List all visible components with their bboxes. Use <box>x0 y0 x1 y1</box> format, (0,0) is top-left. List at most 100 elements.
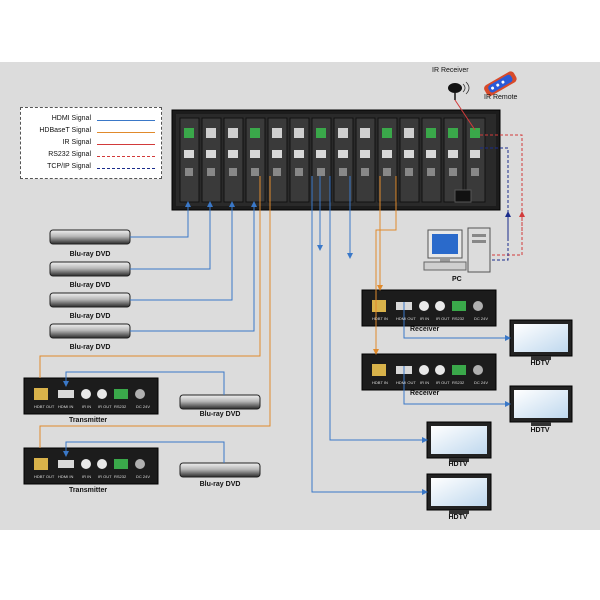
port-label: DC 24V <box>136 404 151 409</box>
ir-signal-line <box>454 99 476 131</box>
rs232-terminal <box>452 365 466 375</box>
io-card <box>399 117 420 203</box>
legend-line <box>97 156 155 157</box>
bluray-player <box>49 261 131 277</box>
ir-out-jack <box>97 459 107 469</box>
ir-receiver-icon <box>448 81 470 100</box>
port-label: IR OUT <box>98 474 112 479</box>
hdtv-stand <box>449 510 469 514</box>
hdtv-displays <box>426 319 573 514</box>
port-label: RS232 <box>114 474 127 479</box>
port-label: IR IN <box>420 380 430 385</box>
hdtv-stand <box>531 356 551 360</box>
hdmi-port <box>426 150 436 158</box>
source-label: Blu-ray DVD <box>69 251 111 258</box>
rs232-terminal <box>452 301 466 311</box>
hdmi-wire <box>130 201 235 301</box>
hdmi-port <box>360 128 370 138</box>
port-label: HDMI OUT <box>396 380 416 385</box>
io-card <box>311 117 332 203</box>
io-card <box>355 117 376 203</box>
dc-jack <box>135 389 145 399</box>
legend-line <box>97 132 155 133</box>
rj45-port <box>317 168 325 176</box>
tcpip-line <box>480 147 509 240</box>
legend-row-rs232: RS232 Signal <box>21 150 161 162</box>
ir-out-jack <box>97 389 107 399</box>
legend-row-tcpip: TCP/IP Signal <box>21 162 161 174</box>
signal-legend: HDMI Signal HDBaseT Signal IR Signal RS2… <box>20 107 162 179</box>
port-label: DC 24V <box>474 316 489 321</box>
port-label: RS232 <box>452 316 465 321</box>
hdmi-port <box>228 150 238 158</box>
hdmi-wire <box>130 201 257 332</box>
legend-line <box>97 168 155 169</box>
hdtv-label: HDTV <box>448 514 468 521</box>
hdbaset-wire <box>39 176 261 378</box>
ir-remote-icon <box>484 71 517 96</box>
port-label: IR IN <box>82 404 92 409</box>
rj45-port <box>251 168 259 176</box>
terminal-block <box>316 128 326 138</box>
io-card <box>333 117 354 203</box>
receiver-title: Receiver <box>410 390 440 397</box>
hdmi-port <box>294 128 304 138</box>
terminal-block <box>426 128 436 138</box>
transmitter-1 <box>23 377 159 415</box>
hdmi-wire <box>130 201 213 270</box>
terminal-block <box>250 128 260 138</box>
tx-source-label: Blu-ray DVD <box>199 411 241 418</box>
rj45-port <box>229 168 237 176</box>
terminal-block <box>448 128 458 138</box>
rs232-line <box>480 134 523 232</box>
hdmi-port <box>228 128 238 138</box>
ir-out-jack <box>435 365 445 375</box>
rj45-port <box>185 168 193 176</box>
port-label: HDBT IN <box>372 316 388 321</box>
receiver-2 <box>361 353 497 391</box>
io-card <box>465 117 486 203</box>
port-label: HDBT OUT <box>34 474 55 479</box>
rs232-line-pc <box>492 211 525 256</box>
source-label: Blu-ray DVD <box>69 344 111 351</box>
terminal-block <box>184 128 194 138</box>
hdmi-port <box>206 128 216 138</box>
legend-label: TCP/IP Signal <box>47 163 91 170</box>
hdmi-port <box>448 150 458 158</box>
hdmi-wire <box>63 371 225 395</box>
ir-out-jack <box>435 301 445 311</box>
port-label: HDBT IN <box>372 380 388 385</box>
source-label: Blu-ray DVD <box>69 313 111 320</box>
ir-in-jack <box>419 365 429 375</box>
rj45-port <box>207 168 215 176</box>
hdmi-port <box>206 150 216 158</box>
hdbaset-wire <box>39 176 271 448</box>
port-label: IR IN <box>82 474 92 479</box>
io-card <box>443 117 464 203</box>
hdmi-port <box>404 128 414 138</box>
rj45-port <box>405 168 413 176</box>
transmitter-title: Transmitter <box>68 417 108 424</box>
hdmi-port <box>294 150 304 158</box>
hdmi-port <box>272 128 282 138</box>
bluray-player <box>49 292 131 308</box>
legend-line <box>97 120 155 121</box>
io-card <box>377 117 398 203</box>
legend-label: HDMI Signal <box>51 115 91 122</box>
rj45-port <box>427 168 435 176</box>
bluray-player <box>179 462 261 478</box>
source-label: Blu-ray DVD <box>69 282 111 289</box>
hdmi-wire <box>329 176 428 443</box>
bluray-player <box>49 323 131 339</box>
ir-remote-label: IR Remote <box>484 94 518 101</box>
hdtv-label: HDTV <box>530 360 550 367</box>
rs232-terminal <box>114 459 128 469</box>
bluray-sources <box>49 229 131 339</box>
bluray-player <box>179 394 261 410</box>
hdmi-port <box>404 150 414 158</box>
rj45-port <box>295 168 303 176</box>
signal-wires <box>39 176 511 495</box>
rj45-port <box>372 364 386 376</box>
